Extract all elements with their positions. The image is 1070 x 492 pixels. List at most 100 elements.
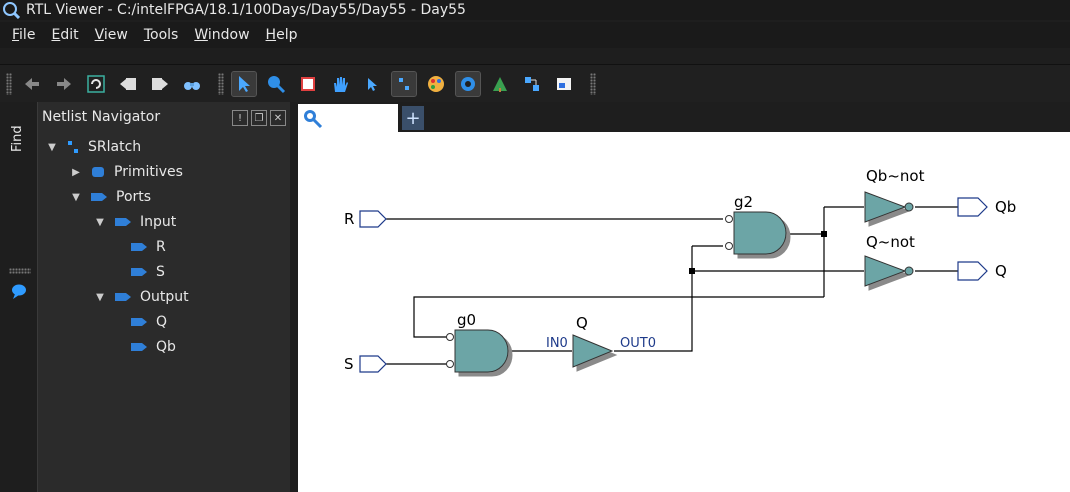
previous-page-button[interactable] bbox=[116, 72, 140, 96]
pin-icon: ! bbox=[237, 112, 242, 124]
netlist-icon bbox=[399, 77, 409, 90]
navigator-header: Netlist Navigator ! ❐ ✕ bbox=[38, 102, 290, 132]
rtl-viewer-tab-icon bbox=[304, 110, 323, 129]
selection-tool-button[interactable] bbox=[231, 70, 257, 97]
next-page-icon bbox=[152, 77, 168, 90]
tree-button[interactable] bbox=[488, 72, 512, 96]
tree-item-q[interactable]: Q bbox=[124, 311, 167, 333]
port-qb-label: Qb bbox=[995, 198, 1016, 216]
menu-edit[interactable]: Edit bbox=[51, 27, 79, 43]
buffer-q-label: Q bbox=[576, 314, 588, 332]
tree-icon bbox=[493, 76, 507, 92]
menu-help[interactable]: Help bbox=[265, 27, 298, 43]
junction-dots bbox=[689, 231, 827, 274]
menu-tools[interactable]: Tools bbox=[143, 27, 179, 43]
schematic-tab-bar: + bbox=[298, 102, 1070, 132]
port-icon bbox=[131, 343, 147, 351]
schematic-tab[interactable] bbox=[298, 104, 398, 132]
inverter-qb-not[interactable]: Qb~not bbox=[864, 167, 925, 223]
expanded-arrow-icon[interactable]: ▼ bbox=[72, 191, 80, 203]
menu-view[interactable]: View bbox=[94, 27, 128, 43]
select-arrow-button[interactable] bbox=[360, 72, 384, 96]
expanded-arrow-icon[interactable]: ▼ bbox=[48, 141, 56, 153]
port-r-label: R bbox=[344, 210, 354, 228]
navigator-title: Netlist Navigator bbox=[42, 109, 161, 125]
port-q-label: Q bbox=[995, 262, 1007, 280]
port-icon bbox=[131, 318, 147, 326]
forward-button[interactable] bbox=[52, 72, 76, 96]
junction-dot bbox=[821, 231, 827, 237]
tree-item-label: Q bbox=[156, 314, 168, 330]
schematic-canvas[interactable]: R S Qb Q g2 g0 bbox=[298, 132, 1070, 492]
gate-g2[interactable]: g2 bbox=[725, 193, 787, 255]
gate-g0-label: g0 bbox=[457, 311, 476, 329]
netlist-button[interactable] bbox=[391, 70, 417, 97]
tree-item-output[interactable]: ▼ Output bbox=[92, 286, 189, 308]
find-tab[interactable]: Find bbox=[10, 125, 25, 152]
expanded-arrow-icon[interactable]: ▼ bbox=[96, 216, 104, 228]
tree-item-label: S bbox=[156, 264, 165, 280]
port-icon bbox=[91, 193, 107, 201]
hierarchy-icon bbox=[525, 76, 539, 91]
toolbar-grip-3[interactable] bbox=[590, 72, 596, 95]
find-binoculars-icon bbox=[184, 81, 200, 90]
tree-item-primitives[interactable]: ▶ Primitives bbox=[68, 161, 183, 183]
port-icon bbox=[115, 218, 131, 226]
title-bar: RTL Viewer - C:/intelFPGA/18.1/100Days/D… bbox=[0, 0, 1070, 20]
tree-item-label: R bbox=[156, 239, 166, 255]
tree-item-label: Primitives bbox=[114, 164, 183, 180]
wire-feedback-g0 bbox=[413, 296, 824, 338]
pin-button[interactable]: ! bbox=[232, 110, 248, 126]
plus-icon: + bbox=[405, 107, 421, 129]
previous-page-icon bbox=[120, 77, 136, 90]
tree-item-s[interactable]: S bbox=[124, 261, 165, 283]
chat-bubble-icon[interactable] bbox=[10, 282, 28, 300]
buffer-in-label: IN0 bbox=[546, 336, 568, 351]
forward-icon bbox=[57, 77, 71, 90]
fit-window-button[interactable] bbox=[296, 72, 320, 96]
toolbar bbox=[0, 64, 1070, 102]
port-icon bbox=[131, 268, 147, 276]
junction-dot bbox=[689, 268, 695, 274]
port-r[interactable]: R bbox=[344, 210, 387, 228]
tree-item-input[interactable]: ▼ Input bbox=[92, 211, 176, 233]
tree-item-ports[interactable]: ▼ Ports bbox=[68, 186, 151, 208]
inverter-q-not[interactable]: Q~not bbox=[864, 233, 915, 287]
navigator-splitter[interactable] bbox=[290, 102, 298, 492]
port-s-label: S bbox=[344, 355, 354, 373]
tree-item-r[interactable]: R bbox=[124, 236, 166, 258]
inverter-qb-not-label: Qb~not bbox=[866, 167, 925, 185]
tree-item-srlatch[interactable]: ▼ SRlatch bbox=[44, 136, 141, 158]
gate-g0[interactable]: g0 bbox=[446, 311, 509, 373]
port-q[interactable]: Q bbox=[957, 261, 1007, 281]
zoom-tool-button[interactable] bbox=[264, 72, 288, 96]
float-button[interactable]: ❐ bbox=[251, 110, 267, 126]
next-page-button[interactable] bbox=[148, 72, 172, 96]
menu-file[interactable]: File bbox=[12, 27, 36, 43]
port-qb[interactable]: Qb bbox=[957, 197, 1016, 217]
menu-window[interactable]: Window bbox=[194, 27, 250, 43]
tree-item-qb[interactable]: Qb bbox=[124, 336, 176, 358]
hand-tool-button[interactable] bbox=[328, 72, 352, 96]
close-panel-button[interactable]: ✕ bbox=[270, 110, 286, 126]
expanded-arrow-icon[interactable]: ▼ bbox=[96, 291, 104, 303]
settings-button[interactable] bbox=[455, 70, 481, 97]
export-button[interactable] bbox=[552, 72, 576, 96]
back-button[interactable] bbox=[20, 72, 44, 96]
hierarchy-button[interactable] bbox=[520, 72, 544, 96]
buffer-q[interactable]: Q IN0 OUT0 bbox=[546, 314, 656, 368]
port-s[interactable]: S bbox=[344, 355, 387, 373]
find-button[interactable] bbox=[180, 72, 204, 96]
add-tab-button[interactable]: + bbox=[402, 106, 424, 130]
toolbar-grip-2[interactable] bbox=[218, 72, 224, 95]
side-tab-grip[interactable] bbox=[9, 268, 31, 274]
refresh-button[interactable] bbox=[84, 72, 108, 96]
design-entity-icon bbox=[68, 141, 78, 153]
tree-item-label: Qb bbox=[156, 339, 176, 355]
select-arrow-icon bbox=[368, 77, 377, 91]
color-palette-button[interactable] bbox=[424, 72, 448, 96]
selection-tool-icon bbox=[239, 75, 250, 92]
window-title: RTL Viewer - C:/intelFPGA/18.1/100Days/D… bbox=[26, 2, 466, 18]
toolbar-grip[interactable] bbox=[6, 72, 12, 95]
collapsed-arrow-icon[interactable]: ▶ bbox=[72, 166, 80, 178]
